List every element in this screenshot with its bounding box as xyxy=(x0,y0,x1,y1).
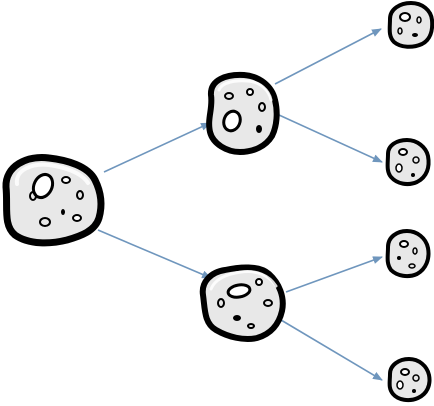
edge-upper-to-top-right xyxy=(274,28,382,85)
asteroid-icon xyxy=(206,71,280,155)
asteroid-icon xyxy=(385,229,431,279)
edges xyxy=(97,28,383,381)
asteroid-icon xyxy=(385,138,431,187)
edge-root-to-upper xyxy=(103,122,211,173)
asteroid-icon xyxy=(387,1,434,49)
edge-root-to-lower xyxy=(97,229,212,279)
edge-upper-to-second-right xyxy=(278,114,383,163)
asteroid-icon xyxy=(199,264,286,342)
edge-lower-to-bottom-right xyxy=(280,319,383,381)
asteroid-icon xyxy=(387,357,432,403)
edge-lower-to-third-right xyxy=(285,256,383,293)
asteroid-icon xyxy=(2,154,105,247)
